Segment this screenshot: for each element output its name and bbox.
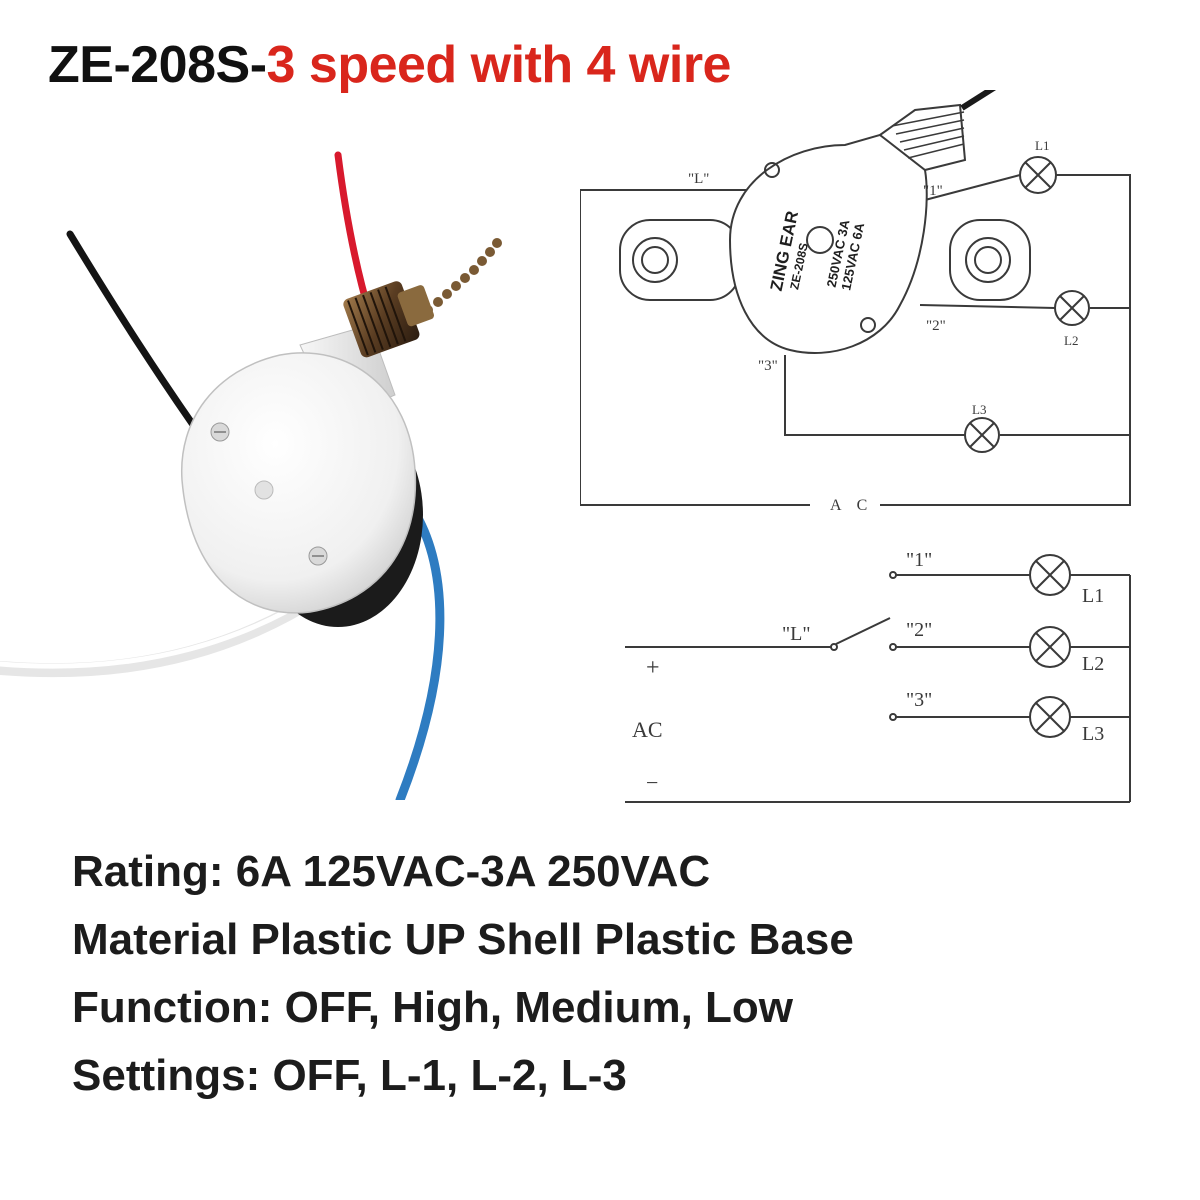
minus-label: − xyxy=(646,770,658,795)
lamp-l3 xyxy=(964,417,1000,453)
mount-tab-right xyxy=(949,219,1031,301)
contact-1 xyxy=(889,571,897,579)
spec-function: Function: OFF, High, Medium, Low xyxy=(72,983,794,1032)
switch-body-outline xyxy=(728,118,928,354)
schematic-lamp-l1 xyxy=(1029,554,1071,596)
schematic-label-2: "2" xyxy=(906,619,932,641)
contact-3 xyxy=(889,713,897,721)
switch-photo xyxy=(0,151,502,800)
wire-t3 xyxy=(784,355,965,436)
schematic-lamp-label-l3: L3 xyxy=(1082,723,1104,745)
schematic-lamp-label-l2: L2 xyxy=(1082,653,1104,675)
title-variant: 3 speed with 4 wire xyxy=(266,36,732,94)
ac-label: A C xyxy=(830,497,873,514)
schematic-label-l: "L" xyxy=(782,623,811,645)
wire-t2 xyxy=(919,304,1056,309)
wire-t1 xyxy=(924,174,1021,201)
title-model: ZE-208S- xyxy=(48,36,267,94)
switch-knob-outline xyxy=(806,226,834,254)
blue-wire xyxy=(395,500,445,800)
spec-material: Material Plastic UP Shell Plastic Base xyxy=(72,915,854,964)
terminal-label-2: "2" xyxy=(926,318,946,334)
spec-list: Rating: 6A 125VAC-3A 250VAC Material Pla… xyxy=(72,838,854,1110)
mount-tab-left xyxy=(619,219,741,301)
contact-l xyxy=(830,643,838,651)
plus-label: + xyxy=(646,655,660,681)
terminal-label-1: "1" xyxy=(923,183,943,199)
spec-settings: Settings: OFF, L-1, L-2, L-3 xyxy=(72,1051,627,1100)
contact-2 xyxy=(889,643,897,651)
screw-bottom xyxy=(308,546,328,566)
schematic-lamp-l3 xyxy=(1029,696,1071,738)
wire-ac-right xyxy=(880,174,1131,506)
screw-top xyxy=(210,422,230,442)
product-title: ZE-208S-3 speed with 4 wire xyxy=(48,30,731,100)
wiring-diagram: "L" "1" "2" "3" L1 L2 L3 A C ZING EAR ZE… xyxy=(580,90,1131,514)
spec-rating: Rating: 6A 125VAC-3A 250VAC xyxy=(72,847,711,896)
wire-line-left xyxy=(580,189,810,506)
lamp-label-l3: L3 xyxy=(972,402,986,417)
schematic-lamp-l2 xyxy=(1029,626,1071,668)
lamp-label-l1: L1 xyxy=(1035,138,1049,153)
lamp-l2 xyxy=(1054,290,1090,326)
schematic-diagram: "L" "1" "2" "3" L1 L2 L3 + AC − xyxy=(625,549,1131,803)
cable xyxy=(960,90,997,111)
schematic-label-1: "1" xyxy=(906,549,932,571)
switch-lever xyxy=(835,617,891,645)
terminal-label-3: "3" xyxy=(758,358,778,374)
ac-label-schematic: AC xyxy=(632,717,663,742)
brass-nut xyxy=(343,281,435,358)
red-wire xyxy=(334,151,374,319)
lamp-label-l2: L2 xyxy=(1064,333,1078,348)
schematic-label-3: "3" xyxy=(906,689,932,711)
switch-current-low: 6A xyxy=(849,221,867,241)
switch-current-high: 3A xyxy=(834,218,852,238)
center-hole xyxy=(254,480,274,500)
terminal-label-l: "L" xyxy=(688,171,709,187)
switch-body xyxy=(181,352,417,614)
schematic-lamp-label-l1: L1 xyxy=(1082,585,1104,607)
pull-chain xyxy=(423,238,502,315)
lamp-l1 xyxy=(1019,156,1057,194)
